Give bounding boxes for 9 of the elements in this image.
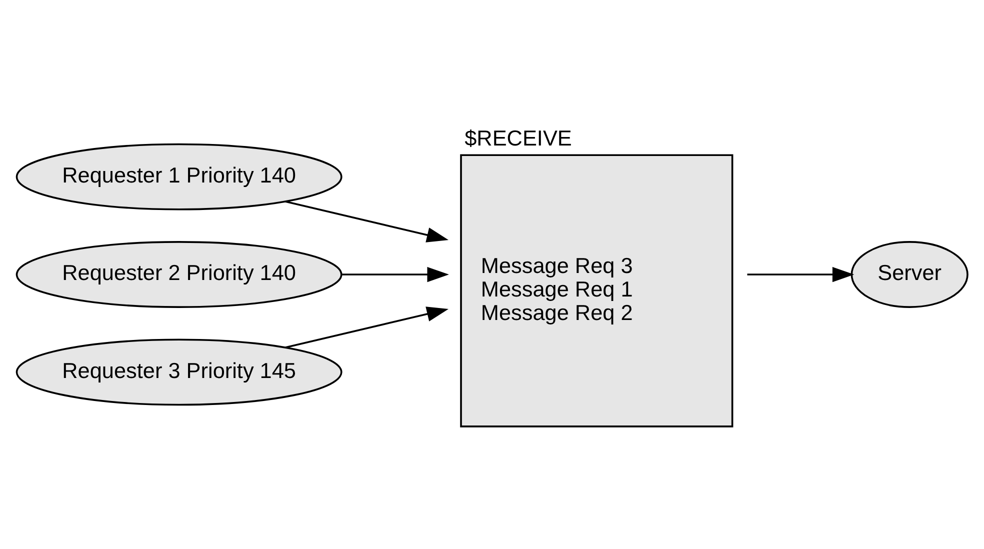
node-ellipse: Requester 2 Priority 140: [16, 241, 342, 308]
node-label: $RECEIVE: [464, 125, 572, 150]
arrow: [285, 306, 449, 348]
arrow: [285, 200, 449, 242]
arrow: [342, 266, 449, 282]
node-ellipse: Server: [850, 241, 968, 308]
node-ellipse: Requester 3 Priority 145: [16, 338, 342, 406]
arrow: [747, 266, 854, 282]
node-ellipse: Requester 1 Priority 140: [16, 143, 342, 210]
